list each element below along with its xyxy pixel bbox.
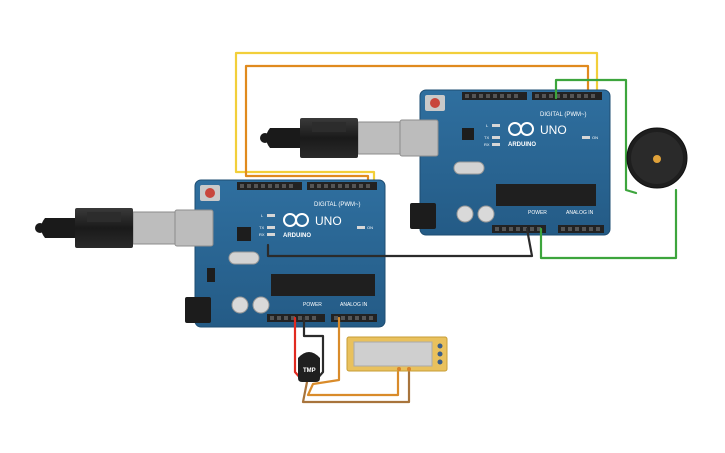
analog-label-2: ANALOG IN xyxy=(566,210,594,216)
analog-label-1: ANALOG IN xyxy=(340,302,368,308)
orange-wire[interactable] xyxy=(244,64,590,184)
power-label-2: POWER xyxy=(528,210,547,216)
led-rx-label-1: RX xyxy=(259,232,265,237)
led-tx-label-2: TX xyxy=(484,135,489,140)
digital-header-label-2: DIGITAL (PWM~) xyxy=(540,112,587,118)
on-label-2: ON xyxy=(592,135,598,140)
arduino-logo-text-1: ARDUINO xyxy=(283,233,311,239)
usb-cable-2[interactable] xyxy=(260,118,401,158)
led-l-label-1: L xyxy=(261,213,264,218)
orange-wire-sensor[interactable] xyxy=(306,316,400,397)
led-tx-label-1: TX xyxy=(259,225,264,230)
led-l-label-2: L xyxy=(486,123,489,128)
wires-back xyxy=(234,51,599,184)
led-rx-label-2: RX xyxy=(484,142,490,147)
arduino-uno-board-1[interactable]: DIGITAL (PWM~) UNO ARDUINO L TX RX ON PO… xyxy=(174,179,386,328)
arduino-uno-board-2[interactable]: DIGITAL (PWM~) UNO ARDUINO L TX RX ON xyxy=(399,89,611,236)
black-ground-wire[interactable] xyxy=(266,227,534,258)
piezo-buzzer[interactable] xyxy=(626,127,688,189)
uno-label-1: UNO xyxy=(315,214,342,228)
usb-cable-1[interactable] xyxy=(35,208,176,248)
on-label-1: ON xyxy=(367,225,373,230)
power-label-1: POWER xyxy=(303,302,322,308)
yellow-wire[interactable] xyxy=(234,51,599,184)
brown-wire[interactable] xyxy=(301,370,411,404)
temperature-sensor[interactable]: TMP xyxy=(298,352,320,382)
black-wire-sensor[interactable] xyxy=(302,316,325,382)
arduino-logo-text-2: ARDUINO xyxy=(508,142,536,148)
tmp-sensor-label: TMP xyxy=(303,368,316,374)
lcd-display[interactable] xyxy=(346,336,448,372)
digital-header-label-1: DIGITAL (PWM~) xyxy=(314,202,361,208)
reset-button-1[interactable] xyxy=(205,188,215,198)
wires-front xyxy=(266,78,678,404)
uno-label-2: UNO xyxy=(540,123,567,137)
reset-button-2[interactable] xyxy=(430,98,440,108)
green-wire-2[interactable] xyxy=(539,188,678,260)
green-wire-1[interactable] xyxy=(554,78,638,195)
